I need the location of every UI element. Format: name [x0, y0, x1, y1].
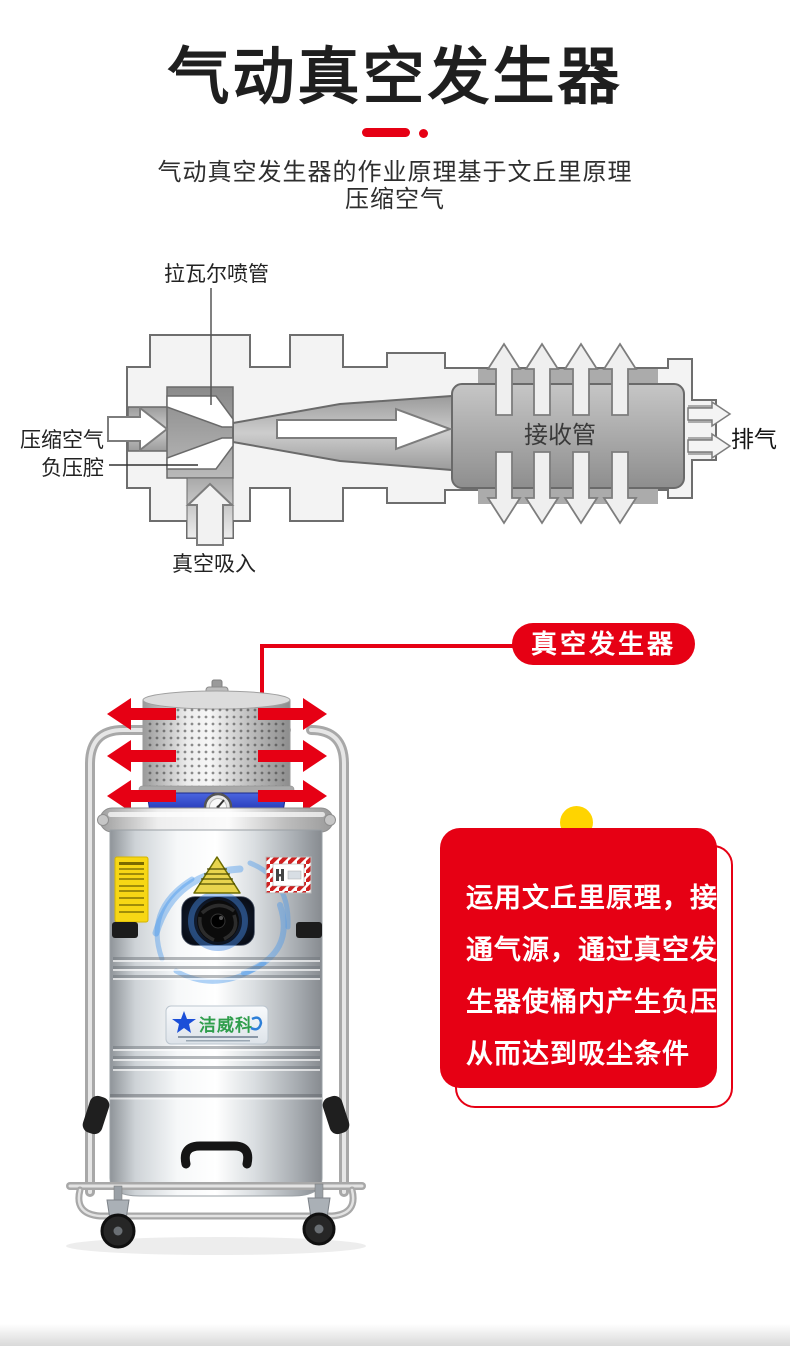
nozzle-lower-wedge — [166, 437, 234, 470]
label-vacuum-in: 真空吸入 — [172, 553, 256, 576]
description-line: 运用文丘里原理，接 — [466, 883, 718, 913]
caster-wheel-left — [100, 1185, 136, 1249]
vacuum-generator-callout: 真空发生器 — [512, 623, 695, 665]
subtitle-line2: 压缩空气 — [345, 186, 445, 213]
brand-label: 洁威科 — [165, 1005, 269, 1045]
description-text: 运用文丘里原理，接 通气源，通过真空发 生器使桶内产生负压 从而达到吸尘条件 — [466, 872, 718, 1080]
frame-clamp-left — [112, 922, 138, 938]
label-compressed-air: 压缩空气 — [20, 429, 104, 452]
callout-line-horizontal — [262, 644, 514, 648]
brand-name: 洁威科 — [199, 1015, 253, 1035]
airflow-arrows-right — [258, 698, 327, 812]
venturi-diagram: 拉瓦尔喷管 压缩空气 负压腔 真空吸入 接收管 排气 — [20, 263, 777, 576]
bucket-handle — [180, 1141, 253, 1169]
receiver-down-arrows — [486, 451, 638, 525]
diffuser-arrow-icon — [276, 407, 453, 451]
warning-label-yellow — [114, 856, 149, 923]
product-photo: 洁威科 — [66, 679, 366, 1255]
bottom-divider-bar — [0, 1324, 790, 1346]
star-icon — [172, 1011, 196, 1033]
nozzle-upper-wedge — [166, 395, 234, 428]
divider-dash — [362, 128, 410, 137]
description-bubble — [440, 828, 717, 1088]
label-exhaust: 排气 — [731, 426, 777, 452]
subtitle-line1: 气动真空发生器的作业原理基于文丘里原理 — [157, 159, 633, 186]
warning-label-striped — [265, 856, 312, 894]
label-receiver: 接收管 — [524, 422, 596, 449]
page-title: 气动真空发生器 — [167, 43, 623, 112]
description-line: 通气源，通过真空发 — [466, 935, 718, 965]
brand-logo-mark — [250, 1016, 263, 1031]
trolley-handle-frame — [85, 725, 349, 1197]
receiver-up-arrows — [486, 342, 638, 416]
inlet-arrow-icon — [107, 405, 169, 453]
label-laval-nozzle: 拉瓦尔喷管 — [164, 263, 269, 286]
floor-shadow — [66, 1237, 366, 1255]
divider-dot — [419, 129, 428, 138]
description-line: 从而达到吸尘条件 — [466, 1039, 690, 1069]
frame-grip-right — [322, 1095, 350, 1135]
drum-top-rim — [97, 807, 336, 833]
frame-clamp-right — [296, 922, 322, 938]
exhaust-arrows — [687, 400, 732, 460]
suction-arrow-icon — [185, 482, 235, 546]
caster-wheel-right — [302, 1183, 336, 1246]
airflow-arrows-left — [107, 698, 176, 812]
motor-fan — [152, 860, 291, 984]
frame-grip-left — [82, 1095, 110, 1135]
drum-ribs — [110, 957, 322, 1100]
description-line: 生器使桶内产生负压 — [466, 987, 718, 1017]
label-negative-chamber: 负压腔 — [41, 457, 104, 480]
warning-triangle-icon — [193, 856, 241, 894]
